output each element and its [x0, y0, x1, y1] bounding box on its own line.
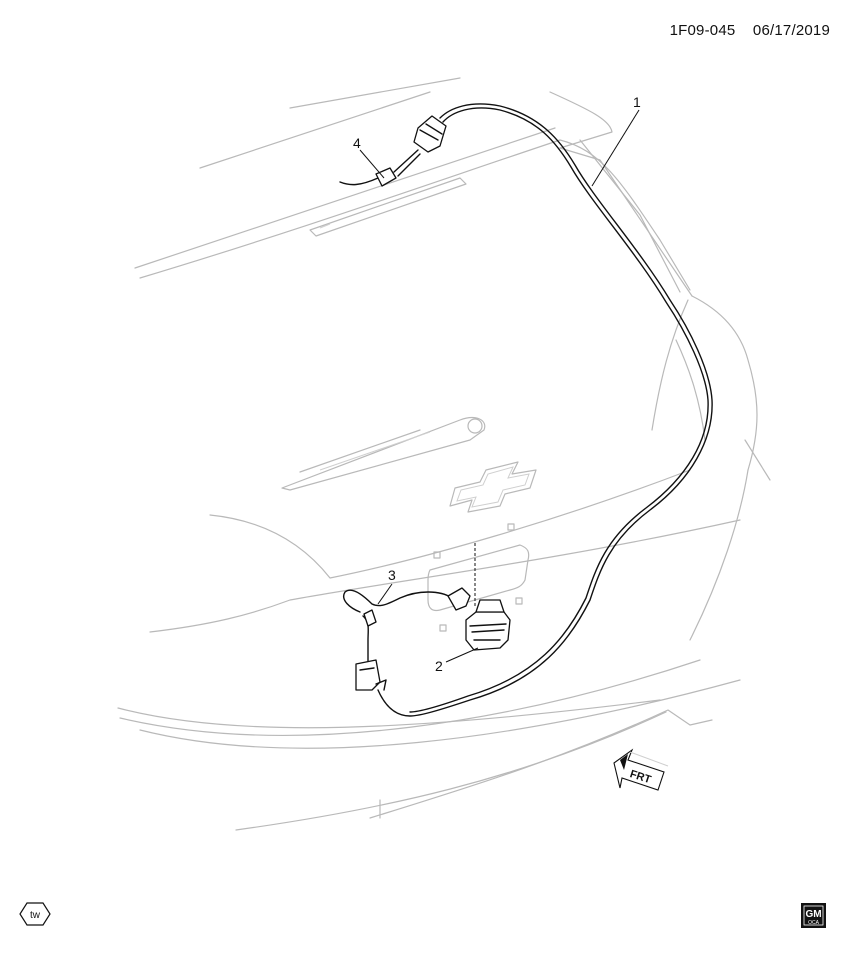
callout-4: 4 — [353, 135, 385, 179]
diagram-id: 1F09-045 — [669, 22, 736, 39]
gm-logo: GM OCA — [801, 903, 826, 928]
callout-3-label: 3 — [388, 567, 396, 583]
callout-1-label: 1 — [633, 94, 641, 110]
tw-badge: tw — [19, 902, 51, 926]
diagram-date: 06/17/2019 — [752, 22, 830, 39]
gm-logo-text: GM — [805, 909, 821, 920]
callout-1: 1 — [591, 94, 641, 187]
front-direction-arrow: FRT — [613, 748, 669, 791]
part-1-harness — [377, 103, 713, 717]
part-3-pigtail — [343, 587, 471, 691]
callout-2-label: 2 — [435, 658, 443, 674]
part-4-jumper — [339, 149, 421, 187]
callout-4-label: 4 — [353, 135, 361, 151]
tw-badge-text: tw — [30, 910, 41, 921]
vehicle-outline — [117, 77, 771, 831]
gm-logo-subtext: OCA — [808, 920, 820, 926]
callout-3: 3 — [377, 567, 396, 605]
part-2-camera — [465, 543, 511, 651]
callout-2: 2 — [435, 647, 479, 674]
diagram-header: 1F09-045 06/17/2019 — [600, 22, 830, 39]
